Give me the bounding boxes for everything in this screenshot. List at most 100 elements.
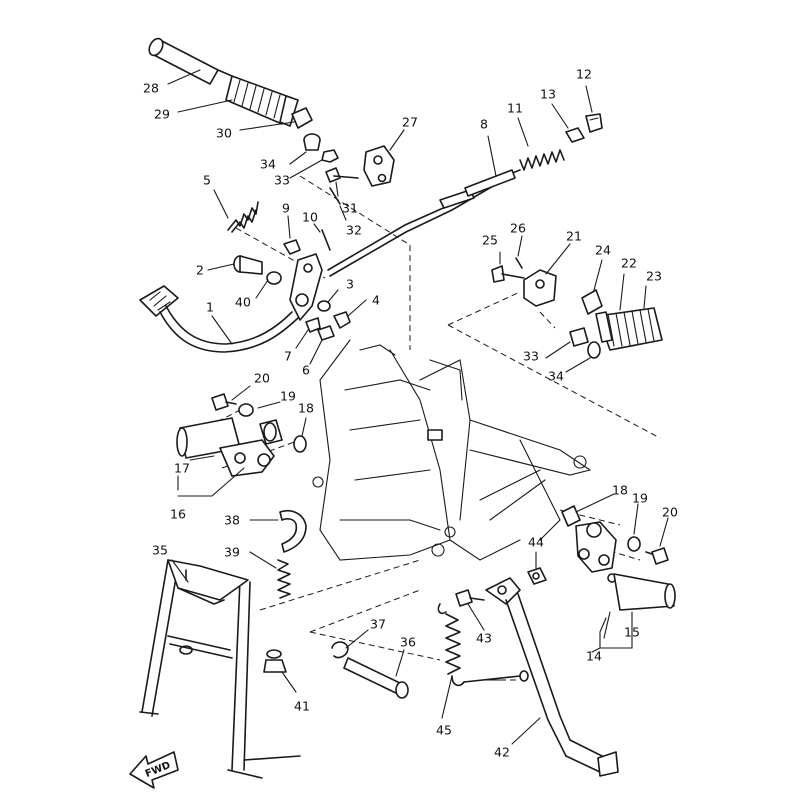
callout-42: 42	[494, 745, 510, 760]
callout-12: 12	[576, 67, 592, 82]
bolt-20-right	[645, 547, 669, 565]
callout-25: 25	[482, 233, 498, 248]
callout-36: 36	[400, 635, 416, 650]
callout-18-right: 18	[612, 483, 628, 498]
callout-9: 9	[282, 201, 290, 216]
fwd-arrow-icon: FWD	[129, 751, 179, 789]
bolt-25	[491, 265, 525, 283]
bolt-6	[317, 325, 335, 341]
bushing-18-right	[561, 505, 581, 527]
collar-34-right	[587, 341, 601, 359]
callout-35: 35	[152, 543, 168, 558]
washer-7	[305, 317, 321, 333]
callout-40: 40	[235, 295, 251, 310]
callout-45: 45	[436, 723, 452, 738]
cap-nut-12	[585, 113, 603, 133]
callout-26: 26	[510, 221, 526, 236]
callout-22: 22	[621, 256, 637, 271]
callout-31: 31	[342, 201, 358, 216]
callout-4: 4	[372, 293, 380, 308]
callout-43: 43	[476, 631, 492, 646]
bracket-27	[363, 145, 395, 187]
cover-15	[613, 573, 676, 611]
callout-labels: 28 29 30 34 33 27 31 32 8 11 13 12 5 9 1…	[143, 67, 678, 760]
callout-20-right: 20	[662, 505, 678, 520]
callout-37: 37	[370, 617, 386, 632]
callout-39: 39	[224, 545, 240, 560]
stopper-41	[263, 649, 287, 673]
washer-24	[581, 289, 603, 315]
callout-29: 29	[154, 107, 170, 122]
callout-15: 15	[624, 625, 640, 640]
callout-32: 32	[346, 223, 362, 238]
callout-18-left: 18	[298, 401, 314, 416]
washer-19-left	[238, 403, 254, 417]
spring-45	[437, 603, 465, 687]
callout-38: 38	[224, 513, 240, 528]
callout-44: 44	[528, 535, 544, 550]
callout-24: 24	[595, 243, 611, 258]
callout-2: 2	[196, 263, 204, 278]
brake-rod-8	[327, 169, 521, 277]
callout-19-left: 19	[280, 389, 296, 404]
bolt-31	[325, 167, 359, 183]
bushing-18-left	[293, 435, 307, 453]
pin-small	[519, 670, 529, 682]
callout-5: 5	[203, 173, 211, 188]
pivot-block-16	[219, 419, 283, 477]
callout-3: 3	[346, 277, 354, 292]
washer-40	[266, 271, 282, 285]
callout-34-right: 34	[548, 369, 564, 384]
footrest-bracket-21	[523, 269, 557, 307]
spring-5	[227, 201, 259, 233]
pivot-bolt-2	[233, 255, 263, 275]
bolt-20-left	[211, 393, 237, 411]
frame-outline	[312, 339, 591, 561]
nut-4	[333, 311, 351, 329]
pivot-block-14	[575, 521, 617, 583]
nut-44	[527, 567, 547, 585]
callout-27: 27	[402, 115, 418, 130]
callout-13: 13	[540, 87, 556, 102]
rod-spring-11	[519, 149, 565, 171]
guide-lines	[181, 175, 661, 681]
callout-20-left: 20	[254, 371, 270, 386]
callout-8: 8	[480, 117, 488, 132]
callout-7: 7	[284, 349, 292, 364]
callout-30: 30	[216, 126, 232, 141]
bolt-43	[455, 589, 485, 607]
pin-10	[321, 229, 331, 251]
nut-33-right	[569, 327, 589, 347]
callout-16: 16	[170, 507, 186, 522]
callout-23: 23	[646, 269, 662, 284]
callout-14: 14	[586, 649, 602, 664]
callout-41: 41	[294, 699, 310, 714]
footpeg-rubber-right	[595, 307, 663, 351]
side-stand-42	[485, 577, 619, 777]
pivot-shaft-36	[343, 657, 409, 699]
center-stand-35	[139, 559, 301, 779]
spring-hook	[463, 675, 521, 683]
callout-6: 6	[302, 363, 310, 378]
washer-19-right	[627, 536, 641, 552]
footrest-bar	[148, 37, 233, 85]
collar-nut-left	[303, 133, 339, 163]
spring-39	[277, 559, 291, 599]
callout-34-left: 34	[260, 157, 276, 172]
nut-9	[283, 239, 301, 255]
callout-11: 11	[507, 101, 523, 116]
circlip-37	[331, 641, 349, 659]
callout-33-right: 33	[523, 349, 539, 364]
callout-28: 28	[143, 81, 159, 96]
nut-13	[565, 127, 585, 143]
leader-lines	[167, 69, 669, 745]
callout-17: 17	[174, 461, 190, 476]
callout-21: 21	[566, 229, 582, 244]
callout-33-left: 33	[274, 173, 290, 188]
callout-19-right: 19	[632, 491, 648, 506]
washer-30	[291, 107, 313, 129]
callout-10: 10	[302, 210, 318, 225]
footpeg-rubber-left	[225, 75, 299, 127]
